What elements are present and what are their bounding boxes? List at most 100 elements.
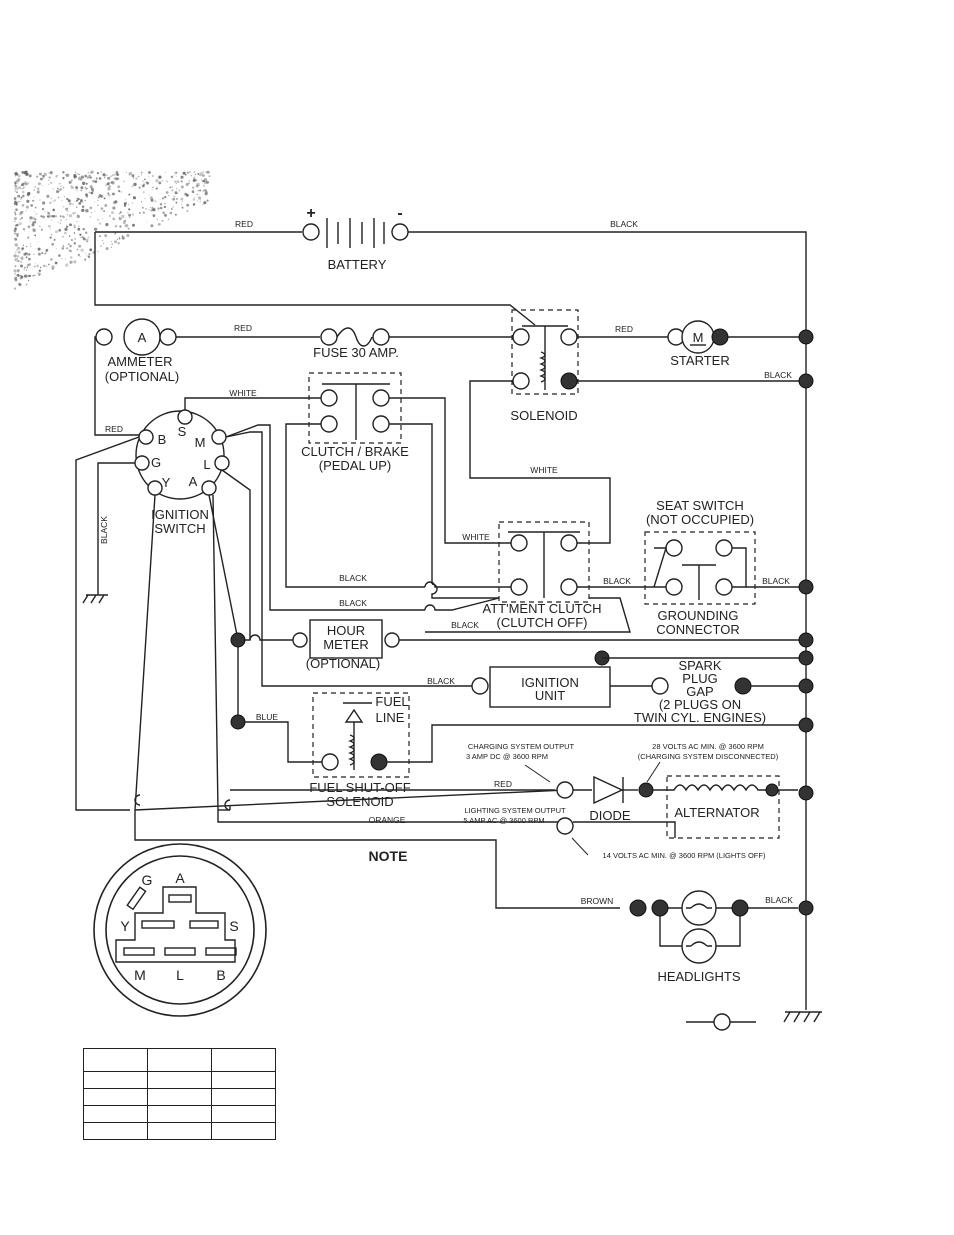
noise-dot: [103, 194, 104, 196]
noise-dot: [109, 215, 111, 217]
noise-dot: [40, 215, 43, 218]
noise-dot: [23, 269, 25, 271]
noise-dot: [76, 206, 78, 208]
spark-plug-label-3: GAP: [686, 684, 713, 699]
noise-dot: [27, 263, 30, 267]
noise-dot: [148, 175, 150, 177]
noise-dot: [49, 181, 53, 185]
plug-letter-a: A: [175, 870, 185, 886]
noise-dot: [206, 170, 210, 174]
noise-dot: [158, 222, 161, 226]
noise-dot: [98, 194, 102, 198]
fuel-shutoff-solenoid: BLUE FUEL LINE FUEL SHUT-OFF SOLENOID: [230, 692, 806, 809]
noise-dot: [203, 201, 207, 205]
noise-dot: [67, 199, 71, 203]
noise-dot: [17, 188, 19, 190]
noise-dot: [57, 187, 59, 190]
noise-dot: [44, 252, 47, 255]
wire-label-black: BLACK: [451, 620, 479, 630]
noise-dot: [27, 225, 31, 229]
noise-dot: [193, 171, 196, 173]
noise-dot: [42, 185, 44, 187]
noise-dot: [14, 198, 16, 200]
hour-meter-meter: METER: [323, 637, 369, 652]
noise-dot: [17, 272, 19, 273]
noise-dot: [111, 174, 114, 177]
noise-dot: [112, 206, 116, 210]
noise-dot: [39, 172, 42, 176]
ignition-label: IGNITION: [151, 507, 209, 522]
table-cell: [83, 1105, 148, 1123]
noise-dot: [16, 233, 19, 236]
noise-dot: [21, 247, 24, 250]
wire-label-white: WHITE: [530, 465, 558, 475]
noise-dot: [175, 182, 177, 185]
noise-dot: [205, 180, 209, 184]
noise-dot: [47, 215, 50, 218]
noise-dot: [17, 269, 20, 272]
noise-dot: [19, 218, 22, 221]
wire-label-red: RED: [615, 324, 633, 334]
noise-dot: [157, 210, 159, 212]
noise-dot: [90, 171, 92, 174]
noise-dot: [175, 187, 178, 190]
noise-dot: [95, 177, 98, 179]
noise-dot: [30, 204, 33, 207]
noise-dot: [181, 206, 184, 209]
noise-dot: [37, 182, 41, 186]
noise-dot: [65, 173, 70, 177]
noise-dot: [20, 196, 23, 199]
noise-dot: [42, 215, 45, 219]
noise-dot: [124, 224, 126, 226]
noise-dot: [47, 263, 50, 266]
noise-dot: [175, 171, 178, 174]
noise-dot: [119, 225, 122, 228]
noise-dot: [62, 245, 65, 247]
noise-dot: [94, 211, 96, 213]
battery-minus: -: [397, 205, 402, 222]
noise-dot: [180, 180, 183, 183]
plug-letter-b: B: [216, 967, 225, 983]
noise-dot: [169, 186, 172, 189]
noise-dot: [62, 186, 65, 189]
noise-dot: [168, 194, 170, 197]
ignition-terminal-a: A: [189, 474, 198, 489]
noise-dot: [26, 245, 28, 248]
ignition-unit: BLACK IGNITION UNIT SPARK PLUG GAP (2 PL…: [261, 640, 806, 725]
noise-dot: [23, 266, 26, 269]
noise-dot: [38, 269, 41, 272]
noise-dot: [128, 171, 133, 176]
noise-dot: [112, 201, 116, 205]
noise-dot: [208, 175, 211, 178]
noise-dot: [115, 177, 119, 181]
noise-dot: [21, 247, 23, 249]
noise-dot: [200, 199, 201, 201]
seat-switch-not-occupied: (NOT OCCUPIED): [646, 512, 754, 527]
noise-dot: [27, 236, 29, 239]
noise-dot: [56, 190, 59, 194]
wire-label-red: RED: [235, 219, 253, 229]
noise-dot: [34, 206, 37, 209]
battery-plus: +: [306, 205, 315, 222]
noise-dot: [133, 196, 135, 199]
noise-dot: [51, 219, 53, 221]
noise-dot: [47, 224, 51, 228]
noise-dot: [16, 273, 20, 277]
noise-dot: [152, 214, 156, 218]
battery-label: BATTERY: [328, 257, 387, 272]
noise-dot: [82, 228, 85, 231]
noise-dot: [104, 234, 108, 238]
noise-dot: [37, 252, 41, 256]
noise-dot: [132, 223, 135, 227]
noise-dot: [49, 171, 53, 175]
noise-dot: [78, 221, 80, 223]
noise-dot: [48, 176, 51, 179]
spark-plug-label-4: (2 PLUGS ON: [659, 697, 741, 712]
hour-meter-label: HOUR: [327, 623, 365, 638]
noise-dot: [61, 247, 65, 250]
noise-dot: [205, 190, 208, 194]
noise-dot: [14, 220, 16, 223]
noise-dot: [36, 264, 39, 268]
noise-dot: [176, 198, 178, 200]
noise-dot: [24, 230, 26, 232]
